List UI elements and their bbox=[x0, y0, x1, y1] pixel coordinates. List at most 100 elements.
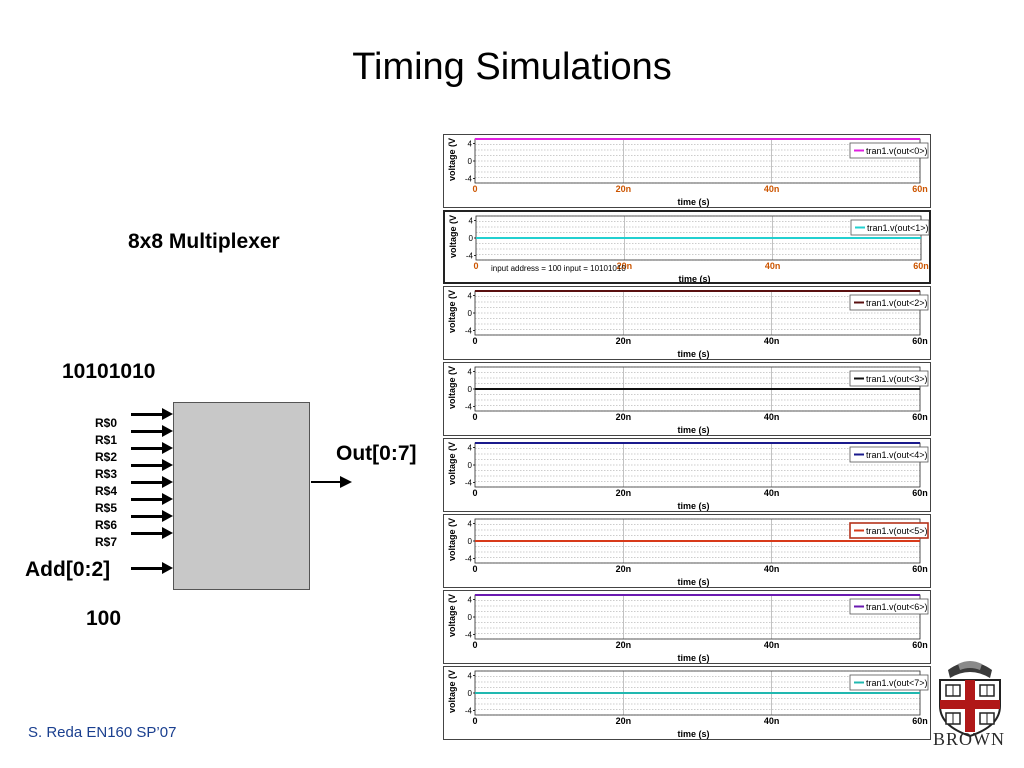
legend-box bbox=[849, 294, 929, 311]
y-tick-label: -4 bbox=[465, 327, 473, 336]
legend-box bbox=[849, 142, 929, 159]
register-label-r4: R$4 bbox=[95, 484, 118, 498]
y-tick-label: 4 bbox=[468, 139, 473, 148]
x-tick-label: 40n bbox=[764, 488, 780, 498]
input-arrow-r2 bbox=[131, 442, 173, 454]
register-label-r7: R$7 bbox=[95, 535, 118, 549]
brown-university-seal-icon bbox=[939, 661, 1001, 738]
legend-box bbox=[849, 522, 929, 539]
y-tick-label: 0 bbox=[468, 309, 473, 318]
x-tick-label: 20n bbox=[616, 640, 632, 650]
legend-label: tran1.v(out<5>) bbox=[866, 526, 928, 536]
legend-box bbox=[849, 674, 929, 691]
x-tick-label: 0 bbox=[472, 336, 477, 346]
y-tick-label: 4 bbox=[468, 443, 473, 452]
input-arrow-r6 bbox=[131, 510, 173, 522]
x-tick-label: 60n bbox=[912, 184, 928, 194]
y-tick-label: 4 bbox=[468, 519, 473, 528]
x-axis-label: time (s) bbox=[677, 577, 709, 587]
x-tick-label: 40n bbox=[764, 184, 780, 194]
y-tick-label: 4 bbox=[468, 291, 473, 300]
y-axis-label: voltage (V bbox=[447, 518, 457, 561]
x-tick-label: 40n bbox=[764, 640, 780, 650]
y-tick-label: -4 bbox=[465, 479, 473, 488]
y-axis-label: voltage (V bbox=[448, 215, 458, 258]
y-tick-label: -4 bbox=[465, 403, 473, 412]
x-tick-label: 0 bbox=[472, 564, 477, 574]
input-arrow-r0 bbox=[131, 408, 173, 420]
input-arrow-r3 bbox=[131, 459, 173, 471]
legend-label: tran1.v(out<0>) bbox=[866, 146, 928, 156]
y-tick-label: -4 bbox=[465, 555, 473, 564]
footer-credit: S. Reda EN160 SP’07 bbox=[28, 724, 177, 741]
x-tick-label: 60n bbox=[912, 640, 928, 650]
y-tick-label: 0 bbox=[468, 613, 473, 622]
register-label-r1: R$1 bbox=[95, 433, 118, 447]
register-label-r5: R$5 bbox=[95, 501, 118, 515]
y-tick-label: 0 bbox=[468, 537, 473, 546]
x-tick-label: 0 bbox=[472, 640, 477, 650]
x-tick-label: 40n bbox=[764, 412, 780, 422]
x-tick-label: 0 bbox=[472, 412, 477, 422]
x-axis-label: time (s) bbox=[677, 729, 709, 739]
x-tick-label: 20n bbox=[617, 261, 633, 271]
x-tick-label: 0 bbox=[473, 261, 478, 271]
x-tick-label: 40n bbox=[764, 564, 780, 574]
x-axis-label: time (s) bbox=[677, 501, 709, 511]
x-tick-label: 60n bbox=[912, 336, 928, 346]
y-tick-label: 0 bbox=[469, 234, 474, 243]
output-arrow bbox=[311, 476, 352, 488]
multiplexer-title: 8x8 Multiplexer bbox=[128, 230, 280, 253]
legend-label: tran1.v(out<7>) bbox=[866, 678, 928, 688]
legend-box bbox=[849, 598, 929, 615]
y-axis-label: voltage (V bbox=[447, 290, 457, 333]
y-tick-label: -4 bbox=[465, 707, 473, 716]
slide-title: Timing Simulations bbox=[352, 46, 672, 88]
x-tick-label: 40n bbox=[765, 261, 781, 271]
x-tick-label: 0 bbox=[472, 488, 477, 498]
y-axis-label: voltage (V bbox=[447, 366, 457, 409]
address-label: Add[0:2] bbox=[25, 558, 111, 581]
x-tick-label: 40n bbox=[764, 336, 780, 346]
x-tick-label: 0 bbox=[472, 184, 477, 194]
y-tick-label: 4 bbox=[468, 671, 473, 680]
legend-box bbox=[849, 370, 929, 387]
plot-annotation: input address = 100 input = 10101010 bbox=[491, 264, 626, 273]
y-axis-label: voltage (V bbox=[447, 594, 457, 637]
y-tick-label: 4 bbox=[468, 595, 473, 604]
x-tick-label: 20n bbox=[616, 564, 632, 574]
register-label-r2: R$2 bbox=[95, 450, 118, 464]
input-arrow-r4 bbox=[131, 476, 173, 488]
x-tick-label: 60n bbox=[912, 412, 928, 422]
x-tick-label: 60n bbox=[912, 716, 928, 726]
x-tick-label: 20n bbox=[616, 716, 632, 726]
x-axis-label: time (s) bbox=[677, 425, 709, 435]
input-bits-value: 10101010 bbox=[62, 360, 156, 383]
legend-label: tran1.v(out<1>) bbox=[867, 223, 929, 233]
x-axis-label: time (s) bbox=[677, 197, 709, 207]
y-tick-label: 0 bbox=[468, 461, 473, 470]
multiplexer-block bbox=[173, 402, 310, 590]
input-arrow-r5 bbox=[131, 493, 173, 505]
input-arrow-r7 bbox=[131, 527, 173, 539]
x-axis-label: time (s) bbox=[678, 274, 710, 284]
x-tick-label: 20n bbox=[616, 336, 632, 346]
x-axis-label: time (s) bbox=[677, 349, 709, 359]
legend-box bbox=[849, 446, 929, 463]
x-axis-label: time (s) bbox=[677, 653, 709, 663]
legend-label: tran1.v(out<3>) bbox=[866, 374, 928, 384]
